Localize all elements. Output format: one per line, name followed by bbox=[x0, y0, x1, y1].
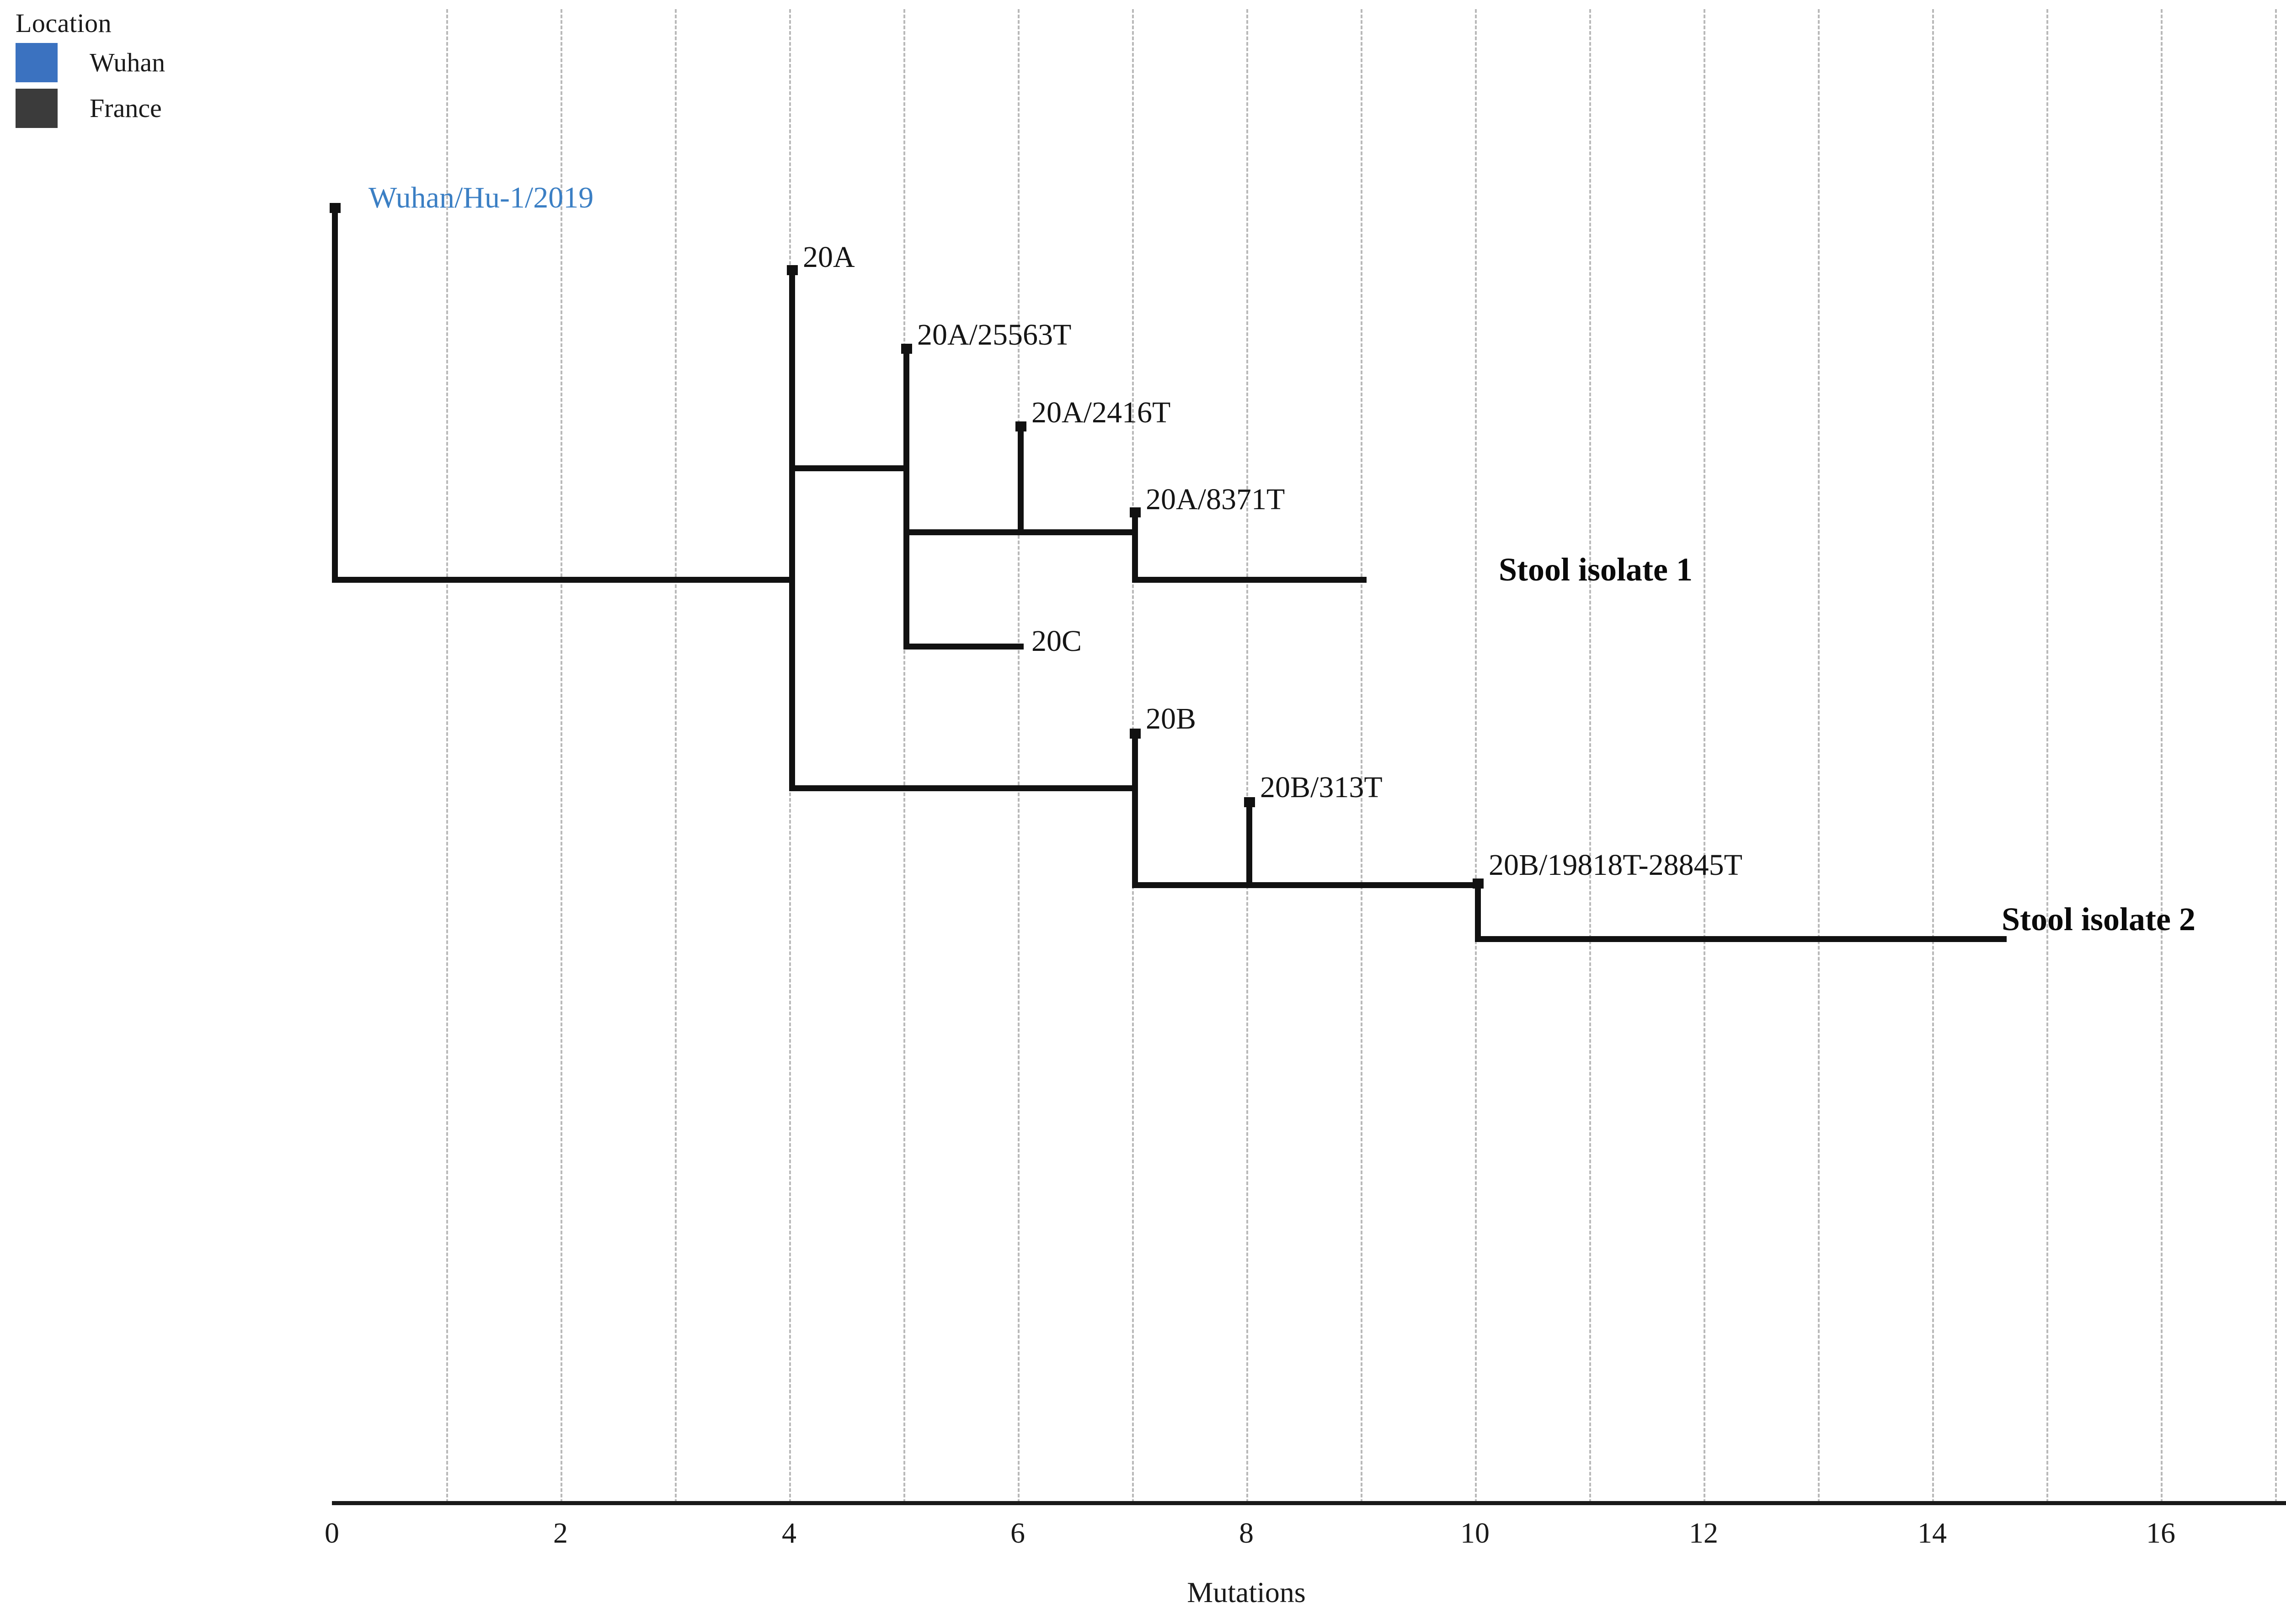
branch-20a2416t-to-20a8371t bbox=[1018, 529, 1138, 535]
branch-20a2416t-spine bbox=[1018, 425, 1024, 535]
gridline bbox=[561, 9, 562, 1503]
x-tick-4: 4 bbox=[782, 1517, 796, 1549]
branch-root-to-20a bbox=[332, 577, 795, 583]
node-label-20b: 20B bbox=[1146, 702, 1196, 735]
node-label-20a-8371t: 20A/8371T bbox=[1146, 483, 1285, 516]
x-tick-10: 10 bbox=[1460, 1517, 1490, 1549]
branch-20b313t-spine bbox=[1246, 801, 1252, 888]
gridline bbox=[1018, 9, 1020, 1503]
legend: Location Wuhan France bbox=[16, 10, 272, 128]
x-tick-0: 0 bbox=[325, 1517, 339, 1549]
x-tick-8: 8 bbox=[1239, 1517, 1254, 1549]
branch-20a25563t-to-20c bbox=[903, 644, 1024, 650]
gridline bbox=[1589, 9, 1591, 1503]
legend-item-wuhan: Wuhan bbox=[16, 43, 272, 82]
branch-20b-to-20b313t bbox=[1132, 882, 1252, 888]
node-dot-20b bbox=[1130, 729, 1141, 739]
gridline bbox=[1932, 9, 1934, 1503]
branch-20b19818t-spine bbox=[1475, 882, 1481, 942]
node-label-20b-313t: 20B/313T bbox=[1260, 771, 1383, 804]
x-tick-6: 6 bbox=[1010, 1517, 1025, 1549]
gridline bbox=[1818, 9, 1820, 1503]
branch-20b19818t-to-stool2 bbox=[1475, 936, 2007, 942]
legend-label-wuhan: Wuhan bbox=[90, 48, 166, 77]
x-tick-2: 2 bbox=[553, 1517, 568, 1549]
branch-20a-to-20b bbox=[789, 785, 1138, 791]
tip-label-stool-isolate-1: Stool isolate 1 bbox=[1499, 551, 1693, 588]
node-label-20c: 20C bbox=[1031, 624, 1082, 658]
branch-20a25563t-spine bbox=[903, 347, 909, 650]
x-tick-14: 14 bbox=[1917, 1517, 1947, 1549]
node-label-20a: 20A bbox=[803, 240, 855, 274]
node-dot-20a25563t bbox=[901, 344, 912, 354]
x-tick-12: 12 bbox=[1689, 1517, 1718, 1549]
gridline bbox=[446, 9, 448, 1503]
node-dot-20a2416t bbox=[1015, 421, 1026, 431]
gridline bbox=[2161, 9, 2163, 1503]
node-label-20a-2416t: 20A/2416T bbox=[1031, 396, 1171, 429]
node-label-20b-19818t: 20B/19818T-28845T bbox=[1489, 848, 1742, 882]
branch-20a8371t-spine bbox=[1132, 511, 1138, 583]
x-tick-16: 16 bbox=[2146, 1517, 2175, 1549]
gridline bbox=[1361, 9, 1362, 1503]
node-label-wuhan: Wuhan/Hu-1/2019 bbox=[369, 181, 594, 214]
branch-20a-to-20a25563t bbox=[789, 465, 909, 471]
gridline bbox=[2275, 9, 2277, 1503]
gridline bbox=[1704, 9, 1705, 1503]
node-dot-20b313t bbox=[1244, 797, 1255, 807]
gridline bbox=[675, 9, 677, 1503]
gridline bbox=[903, 9, 905, 1503]
x-axis-title: Mutations bbox=[1187, 1576, 1306, 1608]
branch-20a25563t-to-20a2416t bbox=[903, 529, 1024, 535]
gridline bbox=[2046, 9, 2048, 1503]
legend-title: Location bbox=[16, 8, 112, 38]
branch-20b313t-to-20b19818t bbox=[1246, 882, 1481, 888]
tip-label-stool-isolate-2: Stool isolate 2 bbox=[2002, 901, 2195, 937]
gridline bbox=[1246, 9, 1248, 1503]
legend-item-france: France bbox=[16, 89, 272, 128]
branch-root-spine bbox=[332, 207, 338, 583]
node-dot-20b19818t bbox=[1473, 879, 1484, 889]
node-label-20a-25563t: 20A/25563T bbox=[917, 318, 1072, 351]
x-axis-line bbox=[332, 1501, 2286, 1505]
branch-20b-spine bbox=[1132, 732, 1138, 888]
branch-20a8371t-to-stool1 bbox=[1132, 577, 1367, 583]
node-dot-20a8371t bbox=[1130, 507, 1141, 517]
branch-20a-spine bbox=[789, 269, 795, 791]
legend-label-france: France bbox=[90, 93, 162, 123]
gridline bbox=[1475, 9, 1477, 1503]
node-dot-20a bbox=[787, 265, 798, 275]
legend-swatch-wuhan bbox=[16, 43, 58, 82]
legend-swatch-france bbox=[16, 89, 58, 128]
node-dot-wuhan bbox=[330, 203, 341, 213]
